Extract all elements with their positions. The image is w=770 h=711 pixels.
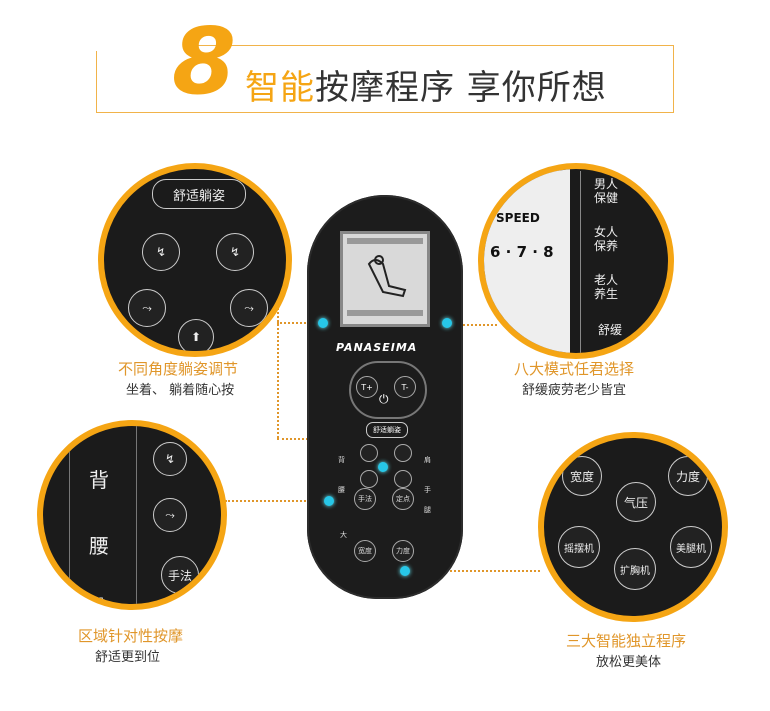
remote-strength-button[interactable]: 力度 xyxy=(392,540,414,562)
remote-fixed-button[interactable]: 定点 xyxy=(392,488,414,510)
feature-title-1: 不同角度躺姿调节 xyxy=(118,360,239,378)
side-label-shoulder: 肩 xyxy=(424,456,431,464)
feature-title-4: 三大智能独立程序 xyxy=(566,632,687,650)
indicator-dot-br xyxy=(400,566,410,576)
swing-button: 摇摆机 xyxy=(558,526,600,568)
power-ring xyxy=(349,361,427,419)
recline-icon-2: ↯ xyxy=(216,233,254,271)
zone-strip xyxy=(69,426,137,604)
chest-button: 扩胸机 xyxy=(614,548,656,590)
feature-title-2: 八大模式任君选择 xyxy=(514,360,635,378)
feature-title-3: 区域针对性按摩 xyxy=(78,627,184,645)
zoom-circle-recline: 舒适躺姿 ↯ ↯ ⤳ ⤳ ⬆ xyxy=(98,163,292,357)
lcd-chair-icon xyxy=(347,238,423,316)
feature-subtitle-4: 放松更美体 xyxy=(596,655,662,670)
title-highlight: 智能 xyxy=(245,68,315,108)
up-arrow-icon: ⬆ xyxy=(178,319,214,351)
connector-tl xyxy=(277,300,279,438)
time-plus-button[interactable]: T+ xyxy=(356,376,378,398)
mode-relax: 舒缓 xyxy=(598,323,623,337)
remote-brand: PANASEIMA xyxy=(336,341,418,354)
zoom-circle-zones: 背 腰 臀 ↯ ⤳ 手法 xyxy=(37,420,227,610)
leg-button: 美腿机 xyxy=(670,526,712,568)
width-button: 宽度 xyxy=(562,456,602,496)
lcd-fragment xyxy=(484,169,570,353)
header-frame xyxy=(96,45,674,113)
zone-waist: 腰 xyxy=(89,534,109,558)
mode-elderly: 老人养生 xyxy=(594,273,619,301)
recline-small-icon-2: ⤳ xyxy=(153,498,187,532)
indicator-dot-tl xyxy=(318,318,328,328)
recline-icon-1: ↯ xyxy=(142,233,180,271)
side-label-hand: 手 xyxy=(424,486,431,494)
feature-subtitle-1: 坐着、 躺着随心按 xyxy=(126,383,235,398)
zoom-circle-modes: SPEED 6 · 7 · 8 男人保健 女人保养 老人养生 舒缓 xyxy=(478,163,674,359)
zone-hip: 臀 xyxy=(91,597,105,610)
indicator-dot-bl xyxy=(324,496,334,506)
remote-lcd-screen xyxy=(340,231,430,327)
side-label-big: 大 xyxy=(340,531,347,539)
zoom-circle-programs: 宽度 力度 气压 摇摆机 美腿机 扩胸机 xyxy=(538,432,728,622)
remote-recline-pill[interactable]: 舒适躺姿 xyxy=(366,422,408,438)
side-label-leg: 腿 xyxy=(424,506,431,514)
air-pressure-button: 气压 xyxy=(616,482,656,522)
side-label-waist: 腰 xyxy=(338,486,345,494)
header-title: 智能按摩程序 享你所想 xyxy=(245,60,607,109)
technique-button: 手法 xyxy=(161,556,199,594)
remote-recline-btn-2[interactable] xyxy=(394,444,412,462)
zone-back: 背 xyxy=(89,468,109,492)
remote-recline-btn-3[interactable] xyxy=(360,470,378,488)
header-number: 8 xyxy=(172,8,237,115)
mode-men: 男人保健 xyxy=(594,177,619,205)
feature-subtitle-3: 舒适更到位 xyxy=(95,650,161,665)
connector-bl xyxy=(225,500,330,502)
title-rest: 按摩程序 享你所想 xyxy=(315,68,607,108)
indicator-dot-tr xyxy=(442,318,452,328)
remote-recline-btn-1[interactable] xyxy=(360,444,378,462)
power-icon[interactable]: ⏻ xyxy=(379,392,389,406)
recline-pill: 舒适躺姿 xyxy=(152,179,246,209)
feature-subtitle-2: 舒缓疲劳老少皆宜 xyxy=(522,383,627,398)
recline-small-icon-1: ↯ xyxy=(153,442,187,476)
indicator-dot-center xyxy=(378,462,388,472)
lcd-digits: 6 · 7 · 8 xyxy=(490,243,554,261)
mode-strip xyxy=(580,171,657,353)
connector-tl-2 xyxy=(277,322,322,324)
recline-icon-3: ⤳ xyxy=(128,289,166,327)
side-label-back: 背 xyxy=(338,456,345,464)
connector-br xyxy=(405,570,540,572)
remote-width-button[interactable]: 宽度 xyxy=(354,540,376,562)
remote-technique-button[interactable]: 手法 xyxy=(354,488,376,510)
mode-women: 女人保养 xyxy=(594,225,619,253)
speed-label: SPEED xyxy=(496,211,540,225)
remote-recline-btn-4[interactable] xyxy=(394,470,412,488)
recline-icon-4: ⤳ xyxy=(230,289,268,327)
connector-tr xyxy=(447,324,497,326)
time-minus-button[interactable]: T- xyxy=(394,376,416,398)
strength-button: 力度 xyxy=(668,456,708,496)
